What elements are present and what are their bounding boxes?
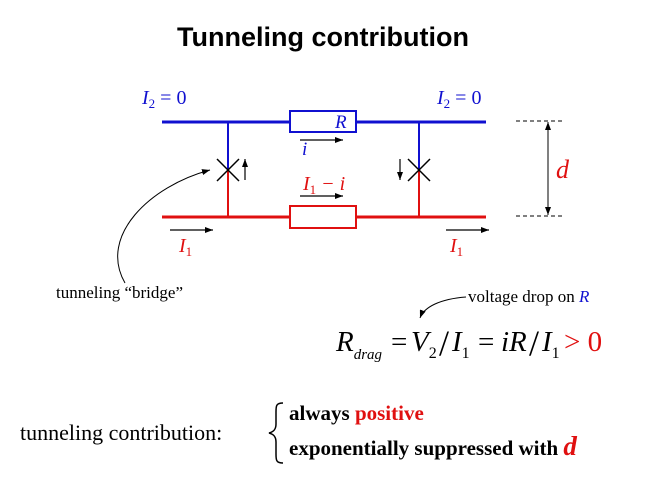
right-tunnel-cross	[407, 158, 431, 182]
left-tunnel-cross	[216, 158, 240, 182]
conclusion-brace	[268, 402, 284, 464]
bottom-left-current-label: I1	[178, 235, 192, 259]
resistor-R-label: R	[334, 112, 347, 133]
conclusion: tunneling contribution: always positive …	[20, 401, 577, 464]
bottom-right-current-label: I1	[449, 235, 463, 259]
formula-slash2: /	[529, 323, 539, 363]
formula-gt-zero: > 0	[564, 326, 602, 358]
formula-eq2: =	[478, 326, 494, 358]
conclusion-line1: always positive	[289, 401, 424, 425]
drag-formula: Rdrag = V2 / I1 = iR / I1 > 0	[335, 323, 602, 363]
voltage-note-arrow	[419, 296, 467, 319]
bottom-resistor	[289, 205, 357, 229]
formula-eq1: =	[391, 326, 407, 358]
conclusion-line2: exponentially suppressed with d	[289, 431, 577, 461]
formula-iR: iR	[501, 326, 527, 358]
bridge-label: tunneling “bridge”	[56, 283, 183, 302]
formula-R-drag: Rdrag	[335, 326, 383, 363]
separation-d-label: d	[556, 155, 570, 184]
formula-I1-a: I1	[451, 326, 470, 362]
top-right-current-label: I2 = 0	[436, 87, 481, 111]
resistor-R	[289, 110, 357, 133]
conclusion-label: tunneling contribution:	[20, 420, 222, 445]
bottom-resistor-current-label: I1 − i	[302, 173, 345, 197]
top-left-current-label: I2 = 0	[141, 87, 186, 111]
formula-V2: V2	[411, 326, 437, 362]
circuit-diagram: d I2 = 0 I2 = 0 R i I1 − i I1 I1 tunneli…	[56, 87, 590, 319]
slide-title: Tunneling contribution	[177, 22, 469, 52]
bridge-pointer-arrow	[117, 169, 211, 284]
formula-I1-b: I1	[541, 326, 560, 362]
voltage-note: voltage drop on R	[468, 287, 590, 306]
current-i-label: i	[302, 139, 307, 160]
formula-slash1: /	[439, 323, 449, 363]
